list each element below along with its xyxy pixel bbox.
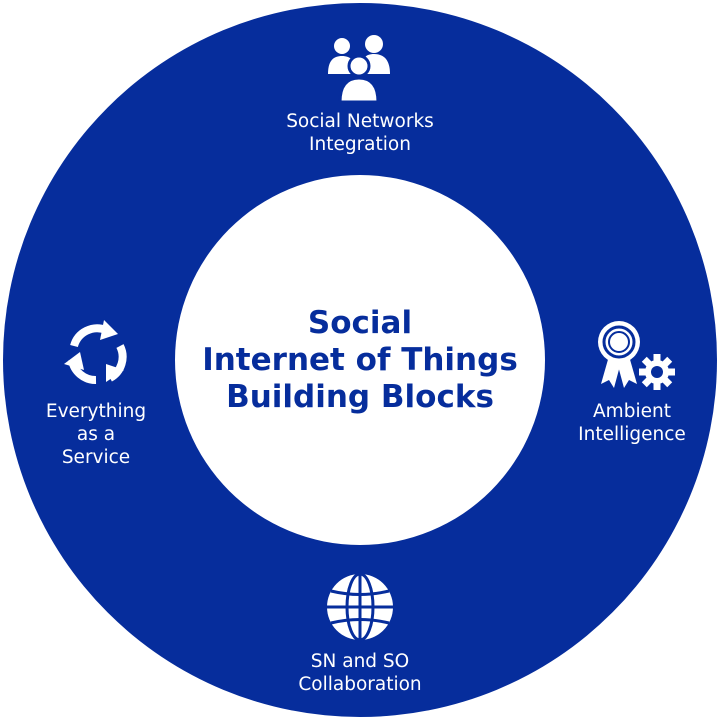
award-gear-icon: [598, 321, 675, 390]
block-label-line: Collaboration: [298, 674, 422, 695]
block-label-line: Integration: [309, 134, 411, 155]
block-everything-as-a-service: Everything as a Service: [24, 320, 168, 469]
recycle-arrows-icon: [64, 320, 127, 385]
block-label-line: Service: [61, 447, 131, 468]
users-group-icon: [328, 35, 390, 102]
block-label-line: as a: [76, 424, 116, 445]
block-sn-so-collaboration: SN and SO Collaboration: [258, 572, 462, 696]
block-label-line: Intelligence: [578, 424, 686, 445]
center-title-line-3: Building Blocks: [226, 378, 494, 415]
globe-icon: [327, 572, 393, 642]
block-label-line: Social Networks: [286, 111, 434, 132]
center-title-line-1: Social: [307, 304, 413, 341]
block-social-networks: Social Networks Integration: [260, 30, 460, 156]
center-circle: Social Internet of Things Building Block…: [175, 175, 545, 545]
block-label-line: Everything: [45, 401, 147, 422]
block-ambient-intelligence: Ambient Intelligence: [560, 318, 704, 446]
center-title-line-2: Internet of Things: [202, 341, 518, 378]
block-label-line: Ambient: [593, 401, 671, 422]
block-label-line: SN and SO: [310, 651, 410, 672]
